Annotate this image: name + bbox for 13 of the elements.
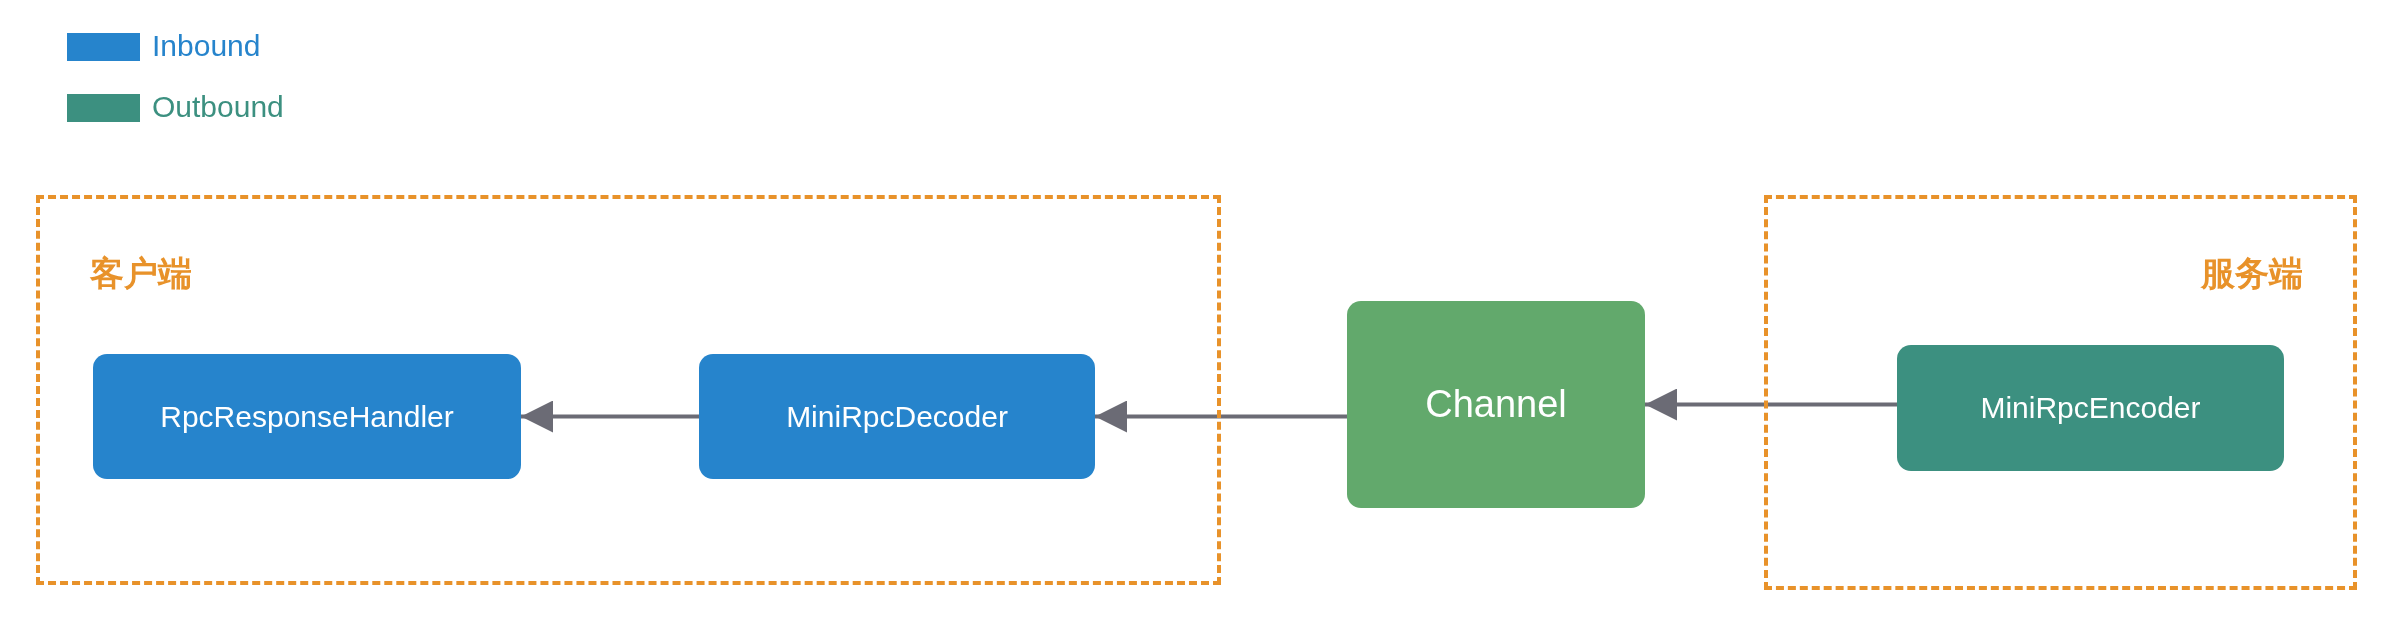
- process-box: MiniRpcEncoder: [1897, 345, 2284, 471]
- legend-label: Inbound: [152, 29, 261, 63]
- arrow: [521, 400, 699, 433]
- process-box: RpcResponseHandler: [93, 354, 521, 479]
- arrow: [1645, 388, 1897, 421]
- process-box: Channel: [1347, 301, 1645, 508]
- dashed-group-box: [1764, 195, 2357, 590]
- legend-label: Outbound: [152, 90, 284, 124]
- arrow: [1095, 400, 1347, 433]
- process-box: MiniRpcDecoder: [699, 354, 1095, 479]
- dashed-group-box: [36, 195, 1221, 585]
- group-heading: 服务端: [2201, 252, 2303, 295]
- group-heading: 客户端: [90, 252, 192, 295]
